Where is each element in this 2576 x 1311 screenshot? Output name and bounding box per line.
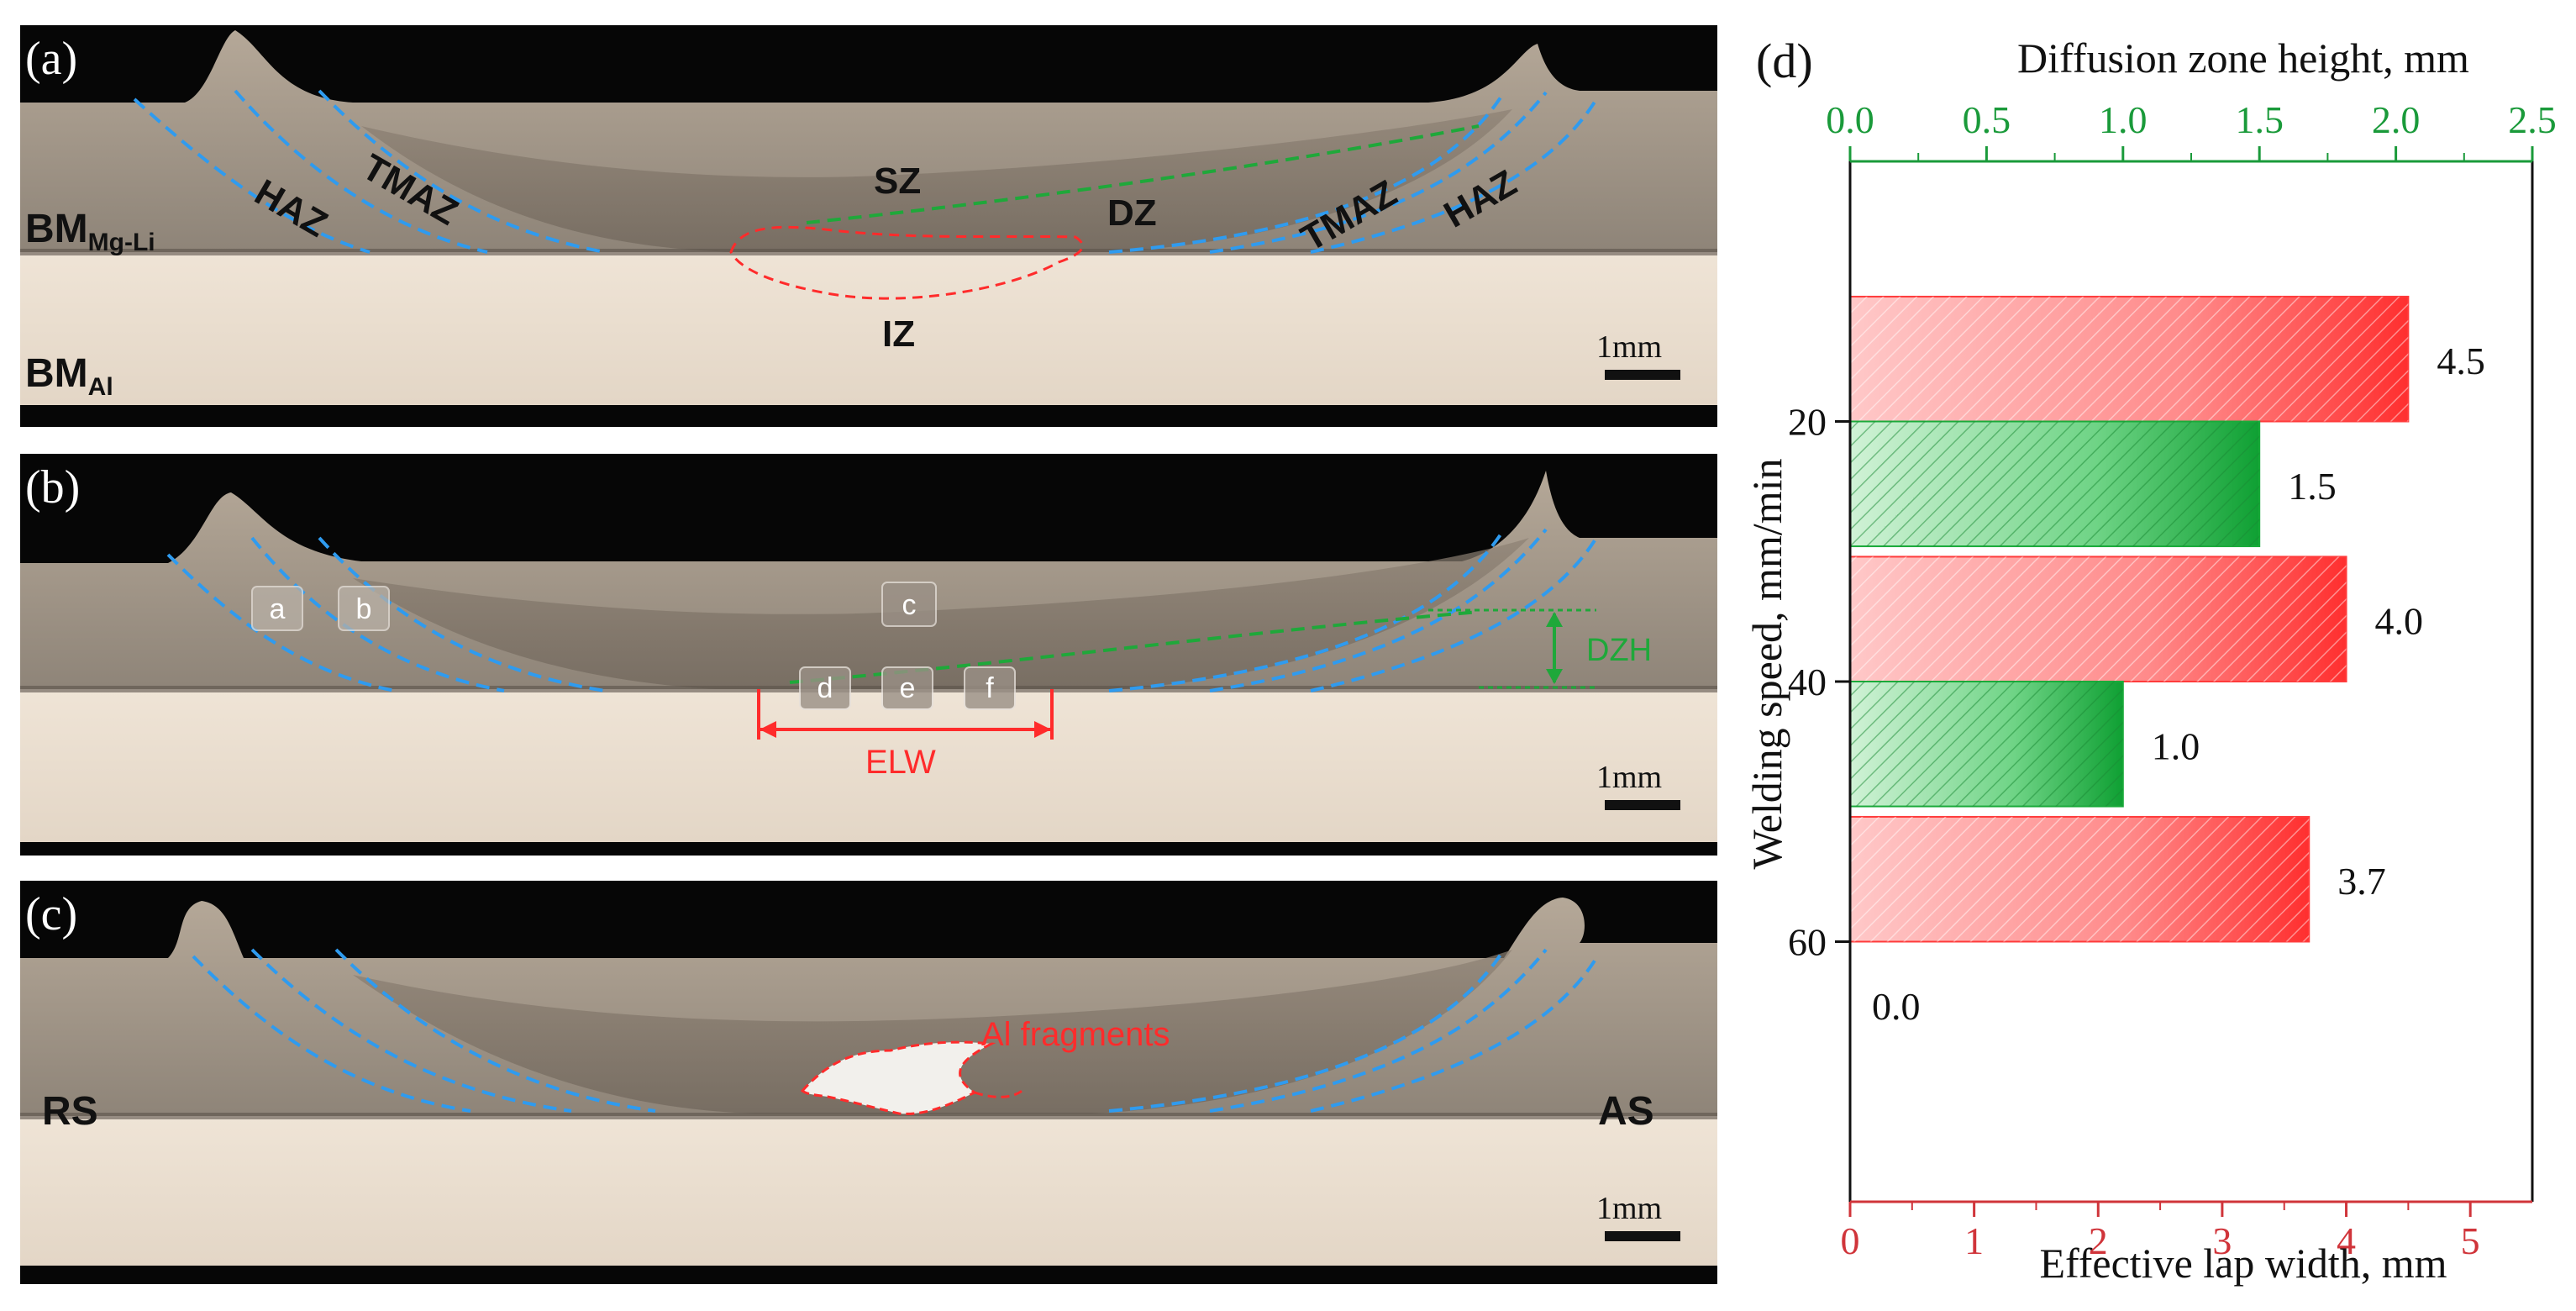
- panel-c-scale-bar: [1605, 1231, 1680, 1241]
- panel-a-scale-label: 1mm: [1596, 329, 1662, 365]
- red-bar-hatch-60: [1850, 816, 2310, 942]
- panel-c-interface: [20, 1113, 1717, 1119]
- bottom-tick-label-5: 5: [2461, 1219, 2480, 1262]
- panel-b-al-plate: [20, 689, 1717, 842]
- panel-b-dzh-arrowhead-top: [1546, 612, 1563, 627]
- panel-c-rs-label: RS: [42, 1089, 98, 1134]
- panel-c-scale-label: 1mm: [1596, 1191, 1662, 1226]
- red-bar-hatch-20: [1850, 296, 2409, 422]
- green-bar-hatch-20: [1850, 421, 2260, 547]
- chart-panel-label: (d): [1756, 34, 1813, 88]
- y-axis-title: Welding speed, mm/min: [1743, 459, 1790, 870]
- effective-lap-width-chart: (d) Diffusion zone height, mm Effective …: [1743, 34, 2557, 1287]
- panel-a-interface: [20, 249, 1717, 255]
- panel-c: Al fragments (c) RS AS 1mm: [20, 881, 1717, 1284]
- panel-b-dzh-label: DZH: [1586, 633, 1652, 668]
- panel-a-sz-label: SZ: [874, 161, 921, 202]
- panel-b-elw-label: ELW: [865, 744, 936, 781]
- panel-b-sample-boxes: a b c d e f: [251, 582, 1016, 710]
- panel-c-al-plate: [20, 1116, 1717, 1266]
- y-tick-label-20: 20: [1788, 401, 1827, 444]
- box-a-label: a: [270, 593, 286, 625]
- top-axis-title: Diffusion zone height, mm: [2017, 34, 2469, 82]
- green-bar-value-20: 1.5: [2288, 465, 2337, 508]
- panel-b-dzh-arrowhead-bottom: [1546, 669, 1563, 684]
- red-bar-value-40: 4.0: [2375, 600, 2424, 643]
- green-bar-hatch-40: [1850, 682, 2123, 807]
- green-bar-value-40: 1.0: [2152, 724, 2200, 767]
- panel-a-bm-al-label: BMAl: [25, 351, 113, 401]
- chart-body: 4.5 1.5 4.0 1.0 3.7 0.0 0 1 2 3 4 5 0.0 0.5 1.0 1.5 2.0 2…: [1788, 98, 2557, 1262]
- panel-b-scale-bar: [1605, 800, 1680, 810]
- panel-a-scale-bar: [1605, 370, 1680, 380]
- panel-b: DZH ELW a b c d e f (b) 1mm: [20, 454, 1717, 856]
- panel-c-zone-boundaries: [192, 948, 1598, 1113]
- panel-a-iz-label: IZ: [882, 313, 915, 355]
- bottom-tick-label-4: 4: [2337, 1219, 2356, 1262]
- bottom-tick-label-3: 3: [2212, 1219, 2232, 1262]
- top-tick-label-2.5: 2.5: [2508, 98, 2557, 141]
- box-c: [881, 582, 937, 627]
- panel-a-al-plate: [20, 252, 1717, 405]
- top-tick-label-1.0: 1.0: [2099, 98, 2148, 141]
- top-tick-label-0.0: 0.0: [1826, 98, 1874, 141]
- box-e-label: e: [900, 672, 916, 704]
- y-tick-label-60: 60: [1788, 921, 1827, 964]
- panel-b-interface: [20, 686, 1717, 692]
- bottom-axis-title: Effective lap width, mm: [2039, 1240, 2447, 1287]
- top-tick-label-0.5: 0.5: [1963, 98, 2011, 141]
- box-d-label: d: [817, 672, 833, 704]
- panel-a-zone-boundaries: [133, 89, 1598, 254]
- top-tick-label-1.5: 1.5: [2235, 98, 2284, 141]
- panel-a-label: (a): [25, 33, 77, 85]
- panel-b-elw-arrowhead-left: [760, 721, 776, 738]
- panel-a-dz-boundary: [806, 124, 1480, 224]
- box-b: [338, 586, 390, 631]
- box-b-label: b: [356, 593, 372, 625]
- panel-a-iz-outline: [729, 225, 1084, 300]
- bottom-tick-label-0: 0: [1841, 1219, 1860, 1262]
- panel-c-al-fragment: [800, 1040, 996, 1115]
- red-bar-value-20: 4.5: [2437, 340, 2485, 382]
- bottom-tick-label-1: 1: [1964, 1219, 1984, 1262]
- bottom-tick-label-2: 2: [2089, 1219, 2108, 1262]
- panel-c-fragments-label: Al fragments: [981, 1016, 1170, 1053]
- box-f-label: f: [986, 672, 994, 704]
- panel-b-scale-label: 1mm: [1596, 760, 1662, 795]
- red-bar-value-60: 3.7: [2337, 860, 2386, 903]
- green-bar-value-60: 0.0: [1872, 985, 1921, 1028]
- micrograph-panels: (a) BMMg-Li BMAl HAZ TMAZ SZ DZ TMAZ HAZ…: [20, 25, 1717, 1284]
- panel-b-label: (b): [25, 461, 80, 513]
- red-bar-hatch-40: [1850, 556, 2347, 682]
- box-d: [799, 666, 851, 710]
- top-tick-label-2.0: 2.0: [2372, 98, 2421, 141]
- box-f: [964, 666, 1016, 710]
- panel-b-zone-boundaries: [166, 528, 1598, 692]
- panel-c-as-label: AS: [1598, 1089, 1654, 1134]
- box-a: [251, 586, 303, 631]
- panel-c-stir-zone: [353, 950, 1512, 1114]
- box-c-label: c: [902, 589, 917, 621]
- panel-a-stir-zone: [361, 109, 1512, 252]
- panel-a: (a) BMMg-Li BMAl HAZ TMAZ SZ DZ TMAZ HAZ…: [20, 25, 1717, 427]
- panel-b-elw-arrowhead-right: [1034, 721, 1051, 738]
- panel-c-fragment-leader: [974, 1087, 1027, 1098]
- panel-b-stir-zone: [353, 538, 1529, 691]
- panel-c-label: (c): [25, 888, 77, 940]
- panel-a-bm-mg-label: BMMg-Li: [25, 207, 155, 256]
- panel-a-dz-label: DZ: [1107, 192, 1157, 234]
- y-tick-label-40: 40: [1788, 661, 1827, 703]
- box-e: [881, 666, 933, 710]
